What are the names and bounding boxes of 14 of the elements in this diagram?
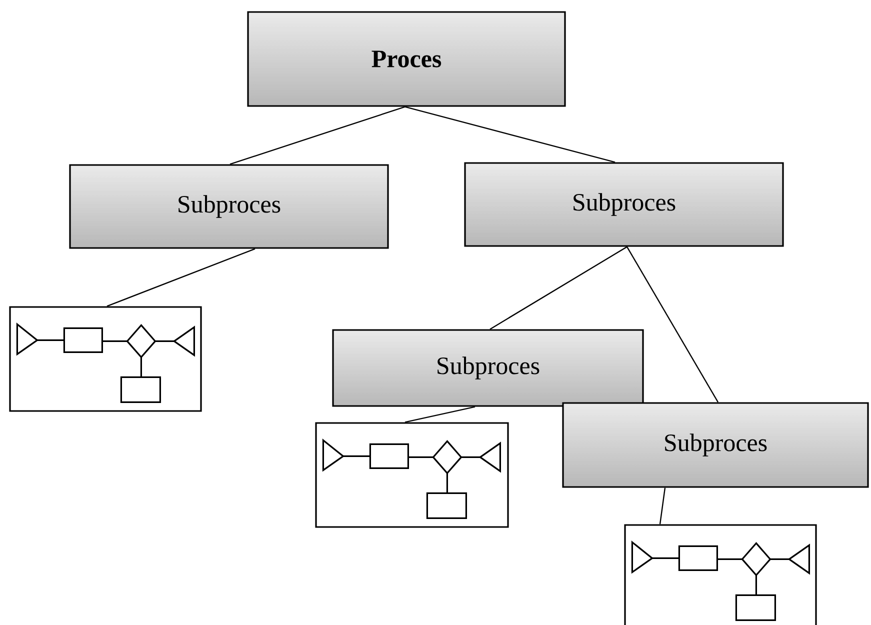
connector-line: [404, 106, 616, 163]
connector-line: [490, 246, 628, 330]
process-box: Subproces: [562, 402, 869, 488]
connector-line: [626, 246, 719, 402]
flowchart-box: [315, 422, 509, 528]
connector-line: [106, 248, 256, 307]
connector-line: [230, 106, 406, 165]
flowchart-box: [624, 524, 817, 625]
flowchart-box: [9, 306, 202, 412]
process-box: Subproces: [464, 162, 784, 247]
title-box: Proces: [247, 11, 566, 107]
process-box: Subproces: [332, 329, 644, 407]
connector-line: [659, 488, 666, 524]
process-box: Subproces: [69, 164, 389, 249]
